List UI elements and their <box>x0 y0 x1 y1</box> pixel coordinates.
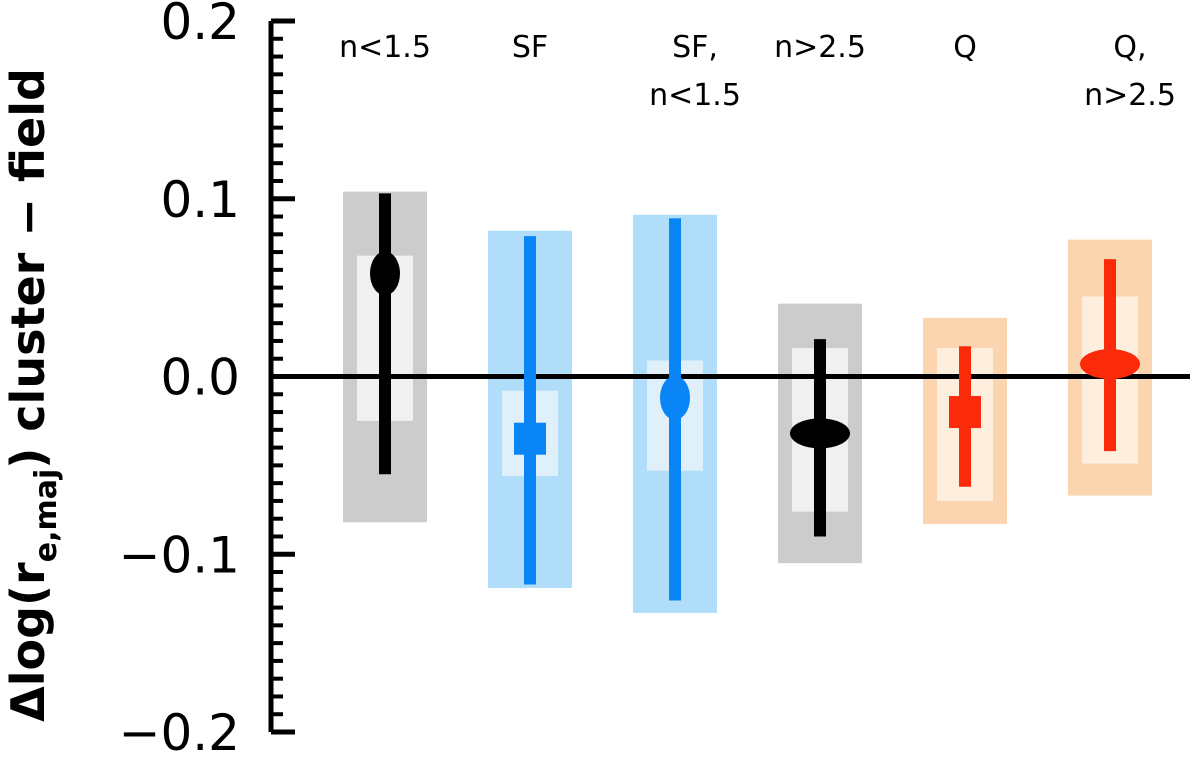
category-label-line: n<1.5 <box>649 78 741 113</box>
y-tick-label: −0.1 <box>119 526 240 584</box>
category-label-line: Q <box>953 30 977 65</box>
y-tick-label: 0.0 <box>160 349 240 407</box>
y-tick-label: −0.2 <box>119 704 240 762</box>
markers-layer <box>370 193 1140 601</box>
category-label: n<1.5 <box>339 30 431 65</box>
category-label-line: Q, <box>1113 30 1146 65</box>
category-label: n>2.5 <box>774 30 866 65</box>
y-axis-label-subscript: e,maj <box>29 469 64 563</box>
category-label-line: SF <box>512 30 548 65</box>
y-tick-label: 0.1 <box>160 171 240 229</box>
data-point <box>949 396 981 429</box>
category-label: SF, n<1.5 <box>649 30 741 113</box>
y-axis: 0.2 0.1 0.0 −0.1 −0.2 <box>119 0 295 762</box>
category-label-line: n<1.5 <box>339 30 431 65</box>
data-point <box>1080 349 1140 380</box>
data-point <box>514 422 546 455</box>
data-point <box>790 418 850 449</box>
data-point <box>370 251 400 296</box>
y-axis-label-suffix: ) cluster − field <box>1 68 55 469</box>
category-labels: n<1.5 SF SF, n<1.5 n>2.5 Q Q, n>2.5 <box>339 30 1176 113</box>
category-label-line: n>2.5 <box>774 30 866 65</box>
bands-layer <box>343 191 1152 613</box>
y-tick-label: 0.2 <box>160 0 240 51</box>
y-axis-label: Δlog(re,maj) cluster − field <box>1 68 64 722</box>
data-point <box>660 375 690 420</box>
category-label: SF <box>512 30 548 65</box>
category-label: Q, n>2.5 <box>1084 30 1176 113</box>
y-axis-label-prefix: Δlog(r <box>1 562 55 722</box>
category-label-line: n>2.5 <box>1084 78 1176 113</box>
category-label-line: SF, <box>672 30 718 65</box>
category-label: Q <box>953 30 977 65</box>
